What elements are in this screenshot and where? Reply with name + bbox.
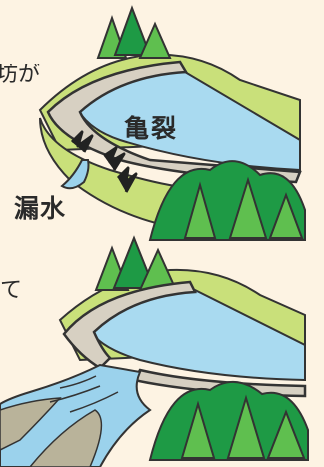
bottom-dam-wall (62, 280, 197, 370)
bottom-dam-scene (0, 235, 309, 467)
tree-icon (148, 381, 309, 461)
text-fragment-mid: て (0, 278, 23, 303)
text-fragment-top: 坊が (0, 64, 41, 86)
water-leak-icon (60, 159, 90, 190)
tree-icon (96, 5, 172, 59)
tree-icon (148, 160, 306, 241)
tree-icon (94, 235, 178, 291)
flood-icon (0, 363, 152, 467)
crack-label: 亀裂 (124, 114, 179, 143)
top-dam-scene (38, 5, 306, 241)
crack-icon (70, 130, 138, 193)
flood-mud (0, 397, 103, 467)
flood-lines (49, 375, 119, 413)
bottom-dam-wall-right (132, 368, 307, 398)
leak-label: 漏水 (14, 194, 67, 223)
